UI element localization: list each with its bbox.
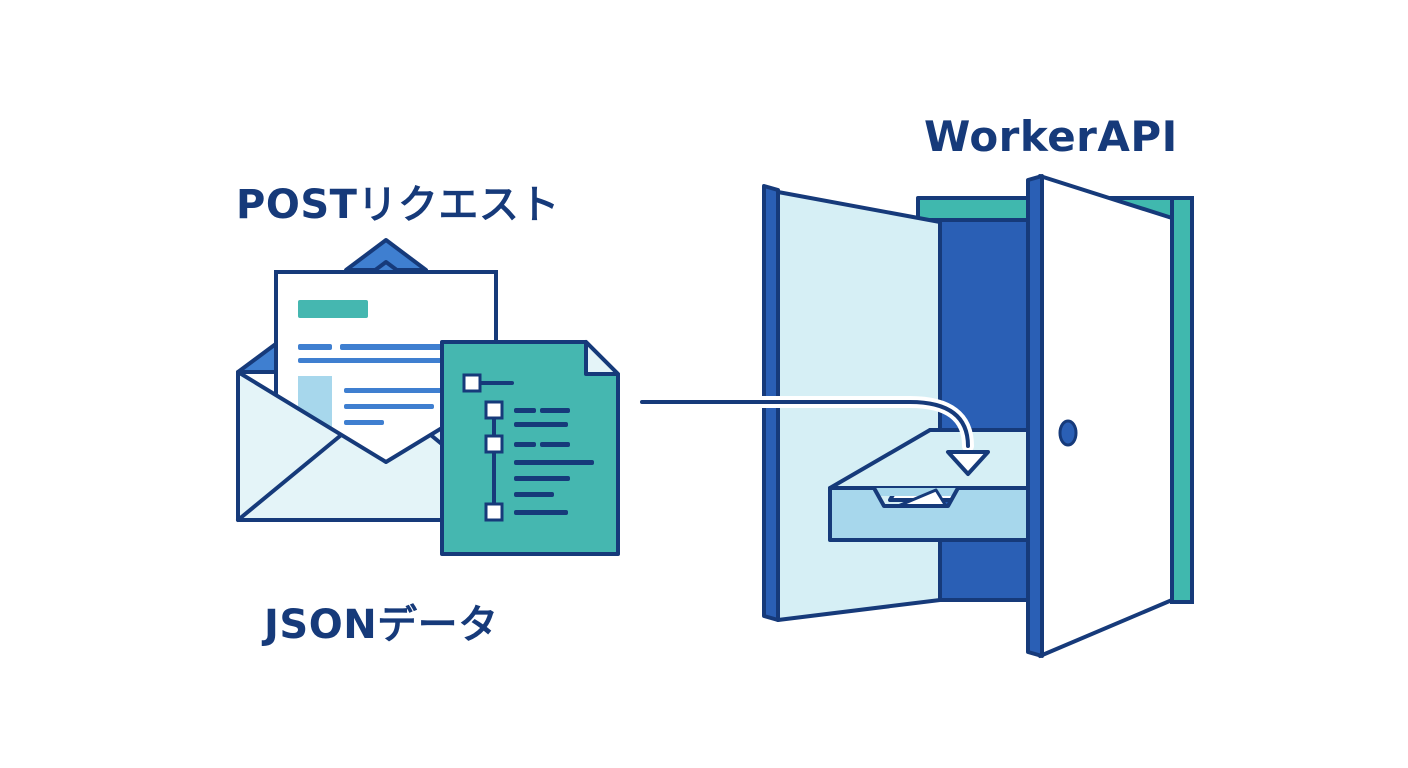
letter-title-bar <box>298 300 368 318</box>
curved-arrow-icon <box>636 396 990 476</box>
worker-api-label: WorkerAPI <box>924 112 1178 161</box>
inbox-tray-icon <box>828 428 1042 542</box>
json-data-label: JSONデータ <box>264 602 499 648</box>
door-knob-icon <box>1058 419 1078 447</box>
door-panel-right <box>1026 174 1174 658</box>
post-request-label: POSTリクエスト <box>236 182 560 228</box>
json-document-icon <box>440 340 620 556</box>
